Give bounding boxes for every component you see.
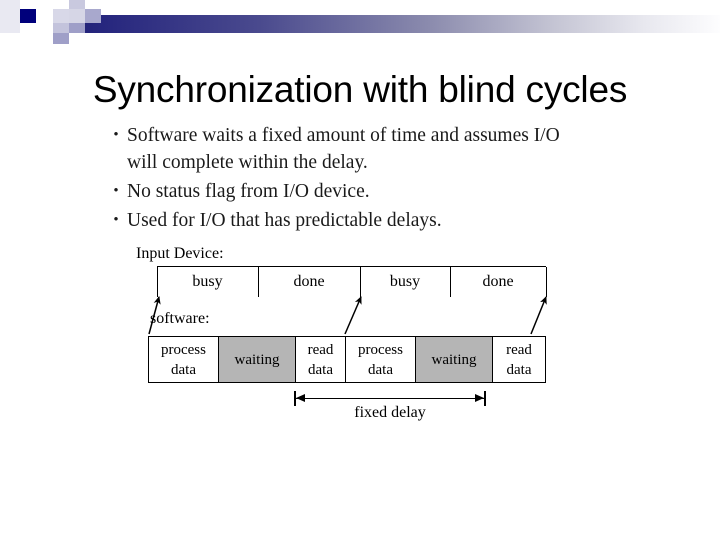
device-cell-done-1: done (293, 273, 325, 290)
delay-cap-right (484, 391, 486, 406)
banner-square-2 (36, 9, 53, 23)
software-cell-0: process data (149, 337, 219, 382)
bullet-text: Used for I/O that has predictable delays… (127, 210, 442, 231)
software-cell-4: waiting (416, 337, 493, 382)
delay-span-line (294, 398, 486, 399)
bullet-item: • Used for I/O that has predictable delay… (105, 207, 575, 234)
page-title: Synchronization with blind cycles (92, 69, 628, 110)
device-tick-2 (360, 267, 361, 297)
fixed-delay-measure: fixed delay (294, 390, 486, 422)
banner-square-15 (69, 33, 85, 44)
bullet-dot-icon: • (113, 183, 119, 199)
banner-square-13 (36, 33, 53, 44)
software-cell-line2: data (368, 361, 393, 378)
delay-arrow-right-icon (475, 394, 484, 402)
software-cell-line2: data (171, 361, 196, 378)
banner-square-5 (53, 23, 69, 33)
device-tick-1 (258, 267, 259, 297)
banner-square-7 (20, 23, 36, 33)
banner-square-12 (85, 9, 101, 23)
fixed-delay-label: fixed delay (354, 404, 426, 421)
banner-square-0 (20, 9, 36, 23)
banner-square-10 (69, 23, 85, 33)
banner-square-9 (69, 9, 85, 23)
banner-gradient-bar (33, 15, 720, 33)
device-cell-busy-0: busy (192, 273, 223, 290)
decorative-banner (0, 0, 720, 46)
bullet-dot-icon: • (113, 127, 119, 143)
bullet-text: No status flag from I/O device. (127, 181, 370, 202)
banner-square-6 (36, 23, 53, 33)
delay-cap-left (294, 391, 296, 406)
banner-square-1 (0, 0, 20, 33)
software-cell-5: read data (493, 337, 545, 382)
software-cell-line1: read (506, 341, 532, 358)
bullet-list: • Software waits a fixed amount of time a… (105, 122, 575, 236)
software-timeline-row: process data waiting read data process data wai… (148, 336, 546, 383)
bullet-item: • No status flag from I/O device. (105, 178, 575, 205)
software-cell-line1: waiting (234, 351, 280, 368)
software-cell-line2: data (308, 361, 333, 378)
bullet-dot-icon: • (113, 212, 119, 228)
device-tick-0 (157, 267, 158, 297)
software-cell-line2: data (506, 361, 532, 378)
device-tick-end (546, 267, 547, 297)
software-cell-line1: process (358, 341, 403, 358)
device-cell-busy-2: busy (389, 273, 421, 290)
input-device-label: Input Device: (136, 245, 224, 262)
software-label: software: (150, 310, 210, 327)
bullet-text: Software waits a fixed amount of time an… (127, 125, 560, 173)
bullet-item: • Software waits a fixed amount of time a… (105, 122, 575, 176)
device-tick-3 (450, 267, 451, 297)
banner-square-4 (53, 9, 69, 23)
software-cell-line1: read (307, 341, 334, 358)
software-cell-2: read data (296, 337, 346, 382)
banner-square-8 (69, 0, 85, 9)
banner-square-14 (53, 33, 69, 44)
device-timeline-row: busy done busy done (157, 266, 547, 297)
delay-arrow-left-icon (296, 394, 305, 402)
banner-square-3 (53, 0, 69, 9)
device-cell-done-3: done (482, 273, 514, 290)
software-cell-3: process data (346, 337, 416, 382)
software-cell-line1: waiting (431, 351, 477, 368)
software-cell-line1: process (161, 341, 206, 358)
banner-square-11 (85, 0, 101, 9)
software-cell-1: waiting (219, 337, 296, 382)
